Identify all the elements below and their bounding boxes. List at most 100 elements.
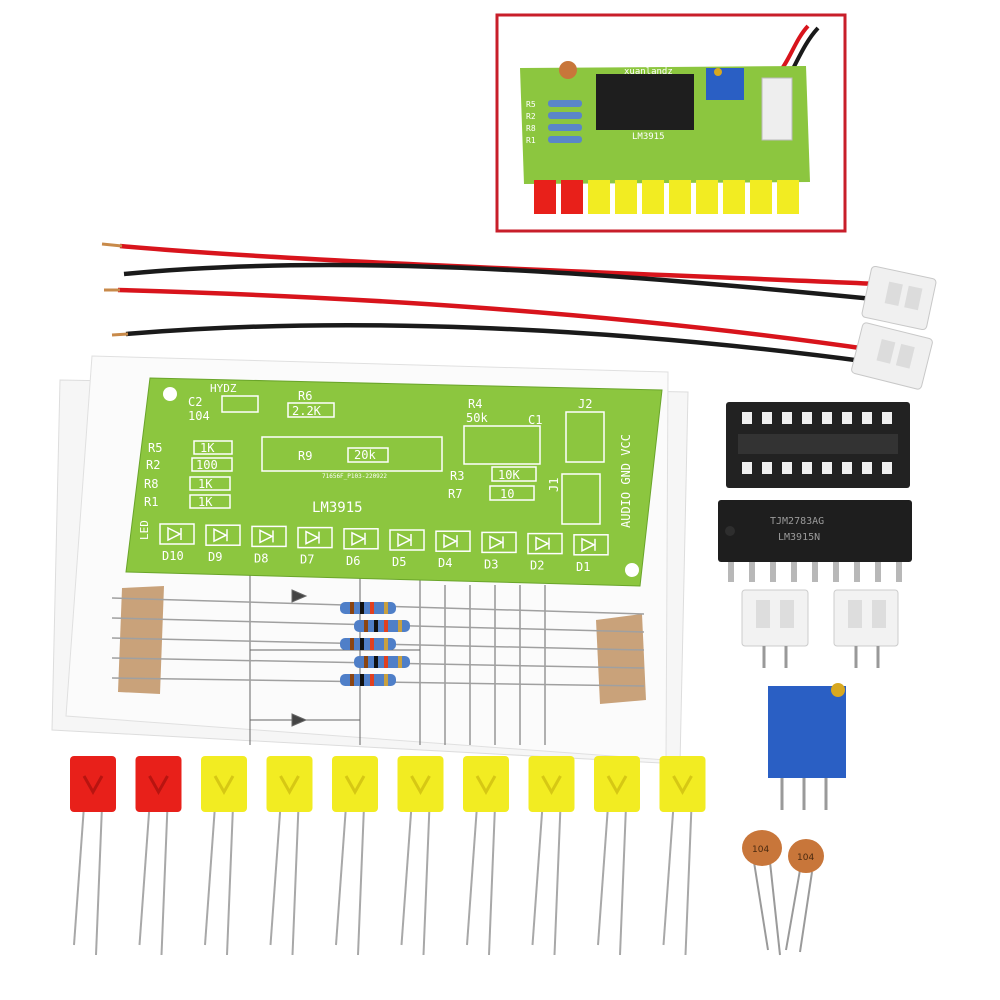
wire-bottom-red <box>117 287 875 353</box>
loose-led-yellow <box>201 756 247 956</box>
inset-connector <box>761 77 793 141</box>
pcb-r3-ref: R3 <box>450 469 464 483</box>
pcb-c1-ref: C1 <box>528 413 542 427</box>
inset-led <box>588 180 610 214</box>
pcb-r5-ref: R5 <box>148 441 162 455</box>
pcb-r2-box <box>191 457 233 472</box>
pcb-r8-box <box>189 476 231 491</box>
pcb-led-ref: D1 <box>576 560 590 574</box>
pcb-led-ref: D3 <box>484 557 498 571</box>
pcb-led-ref: D8 <box>254 551 268 565</box>
inset-brand: xuanlandz <box>624 67 673 77</box>
pcb-led-ref: D7 <box>300 553 314 567</box>
mount-hole-left <box>163 387 177 401</box>
tape-left <box>118 586 164 694</box>
loose-led-red <box>70 756 116 956</box>
ic-socket <box>726 402 910 488</box>
pcb-r2-value: 100 <box>196 458 218 472</box>
pcb-led-ref: D9 <box>208 550 222 564</box>
ceramic-capacitors: 104 104 <box>742 830 824 956</box>
inset-led <box>642 180 664 214</box>
inset-ic-label: LM3915 <box>632 132 665 142</box>
pcb-led-footprint: D1 <box>573 534 609 574</box>
pcb-j2-ref: J2 <box>578 397 592 411</box>
pcb-r2-ref: R2 <box>146 458 160 472</box>
pcb-led-ref: D2 <box>530 559 544 573</box>
pcb-led-ref: D5 <box>392 555 406 569</box>
pcb-r1-ref: R1 <box>144 495 158 509</box>
inset-led <box>615 180 637 214</box>
pcb-brand: HYDZ <box>210 382 237 395</box>
pcb-r7-box <box>489 485 535 501</box>
pcb-ic-outline <box>261 436 443 472</box>
inset-label-r5: R5 <box>526 100 536 109</box>
pcb-r8-ref: R8 <box>144 477 158 491</box>
pcb-r5-value: 1K <box>200 441 215 455</box>
inset-resistors <box>548 100 582 143</box>
pcb-r7-ref: R7 <box>448 487 462 501</box>
pcb-r4-box <box>463 425 541 465</box>
pcb-r4-ref: R4 <box>468 397 482 411</box>
inset-trimpot <box>706 68 744 100</box>
inset-led-row <box>534 180 799 214</box>
pcb-led-footprint: D9 <box>205 524 241 564</box>
inset-led <box>696 180 718 214</box>
pcb-j1-outline <box>561 473 601 525</box>
main-pcb: HYDZ C2 104 R6 2.2K R4 50k C1 J2 J1 AUDI… <box>125 377 663 587</box>
inset-trimpot-screw <box>714 68 722 76</box>
inset-led <box>723 180 745 214</box>
pcb-ic-label: LM3915 <box>312 500 363 516</box>
trimpot-body <box>768 686 846 778</box>
ic-chip-pins <box>728 560 902 582</box>
loose-led-yellow <box>659 756 706 956</box>
pcb-r3-value: 10K <box>498 468 520 482</box>
pcb-r1-box <box>189 494 231 509</box>
ic-socket-slot <box>738 434 898 454</box>
pcb-led-ref: D10 <box>162 549 184 563</box>
pcb-r1-value: 1K <box>198 495 213 509</box>
ic-socket-holes <box>742 412 892 474</box>
jst-header-left <box>741 589 809 668</box>
ic-chip: TJM2783AG LM3915N <box>718 500 912 582</box>
pcb-r5-box <box>193 440 233 455</box>
pcb-r7-value: 10 <box>500 487 514 501</box>
inset-led <box>669 180 691 214</box>
pcb-r6-box <box>287 402 335 418</box>
wire-bottom-black <box>125 323 871 365</box>
inset-photo: LM3915 xuanlandz R5 R2 R8 R1 <box>495 13 847 233</box>
pcb-led-footprint: D4 <box>435 530 471 570</box>
loose-led-yellow <box>463 756 509 956</box>
pcb-led-footprint: D7 <box>297 526 333 567</box>
pcb-led-footprint: D6 <box>343 528 379 568</box>
inset-label-r8: R8 <box>526 124 536 133</box>
pcb-connector-label: AUDIO GND VCC <box>619 434 633 528</box>
pcb-c2-value: 104 <box>188 409 210 423</box>
loose-leds <box>70 756 706 956</box>
capacitor-1 <box>742 830 782 866</box>
wire-top-black <box>123 262 885 303</box>
pcb-r6-ref: R6 <box>298 389 312 403</box>
pcb-c2-ref: C2 <box>188 395 202 409</box>
inset-ic <box>596 74 694 130</box>
ic-chip-line2: LM3915N <box>778 532 820 543</box>
capacitor-2 <box>788 839 824 873</box>
loose-led-yellow <box>528 756 575 956</box>
loose-led-yellow <box>397 756 444 956</box>
pcb-r9-ref: R9 <box>298 449 312 463</box>
loose-led-yellow <box>594 756 640 956</box>
jst-header-right <box>833 589 899 668</box>
capacitor-1-label: 104 <box>752 845 769 855</box>
inset-label-r1: R1 <box>526 136 536 145</box>
loose-led-red <box>135 756 182 956</box>
inset-led <box>561 180 583 214</box>
pcb-r8-value: 1K <box>198 477 213 491</box>
tape-right <box>596 614 646 704</box>
ic-chip-line1: TJM2783AG <box>770 516 824 527</box>
resistor-leads <box>111 597 645 687</box>
pcb-led-ref: D6 <box>346 554 360 568</box>
pcb-led-label: LED <box>138 520 151 540</box>
pcb-r4-value: 50k <box>466 411 488 425</box>
wire-harness <box>101 242 937 390</box>
pcb-r3-box <box>491 466 537 482</box>
